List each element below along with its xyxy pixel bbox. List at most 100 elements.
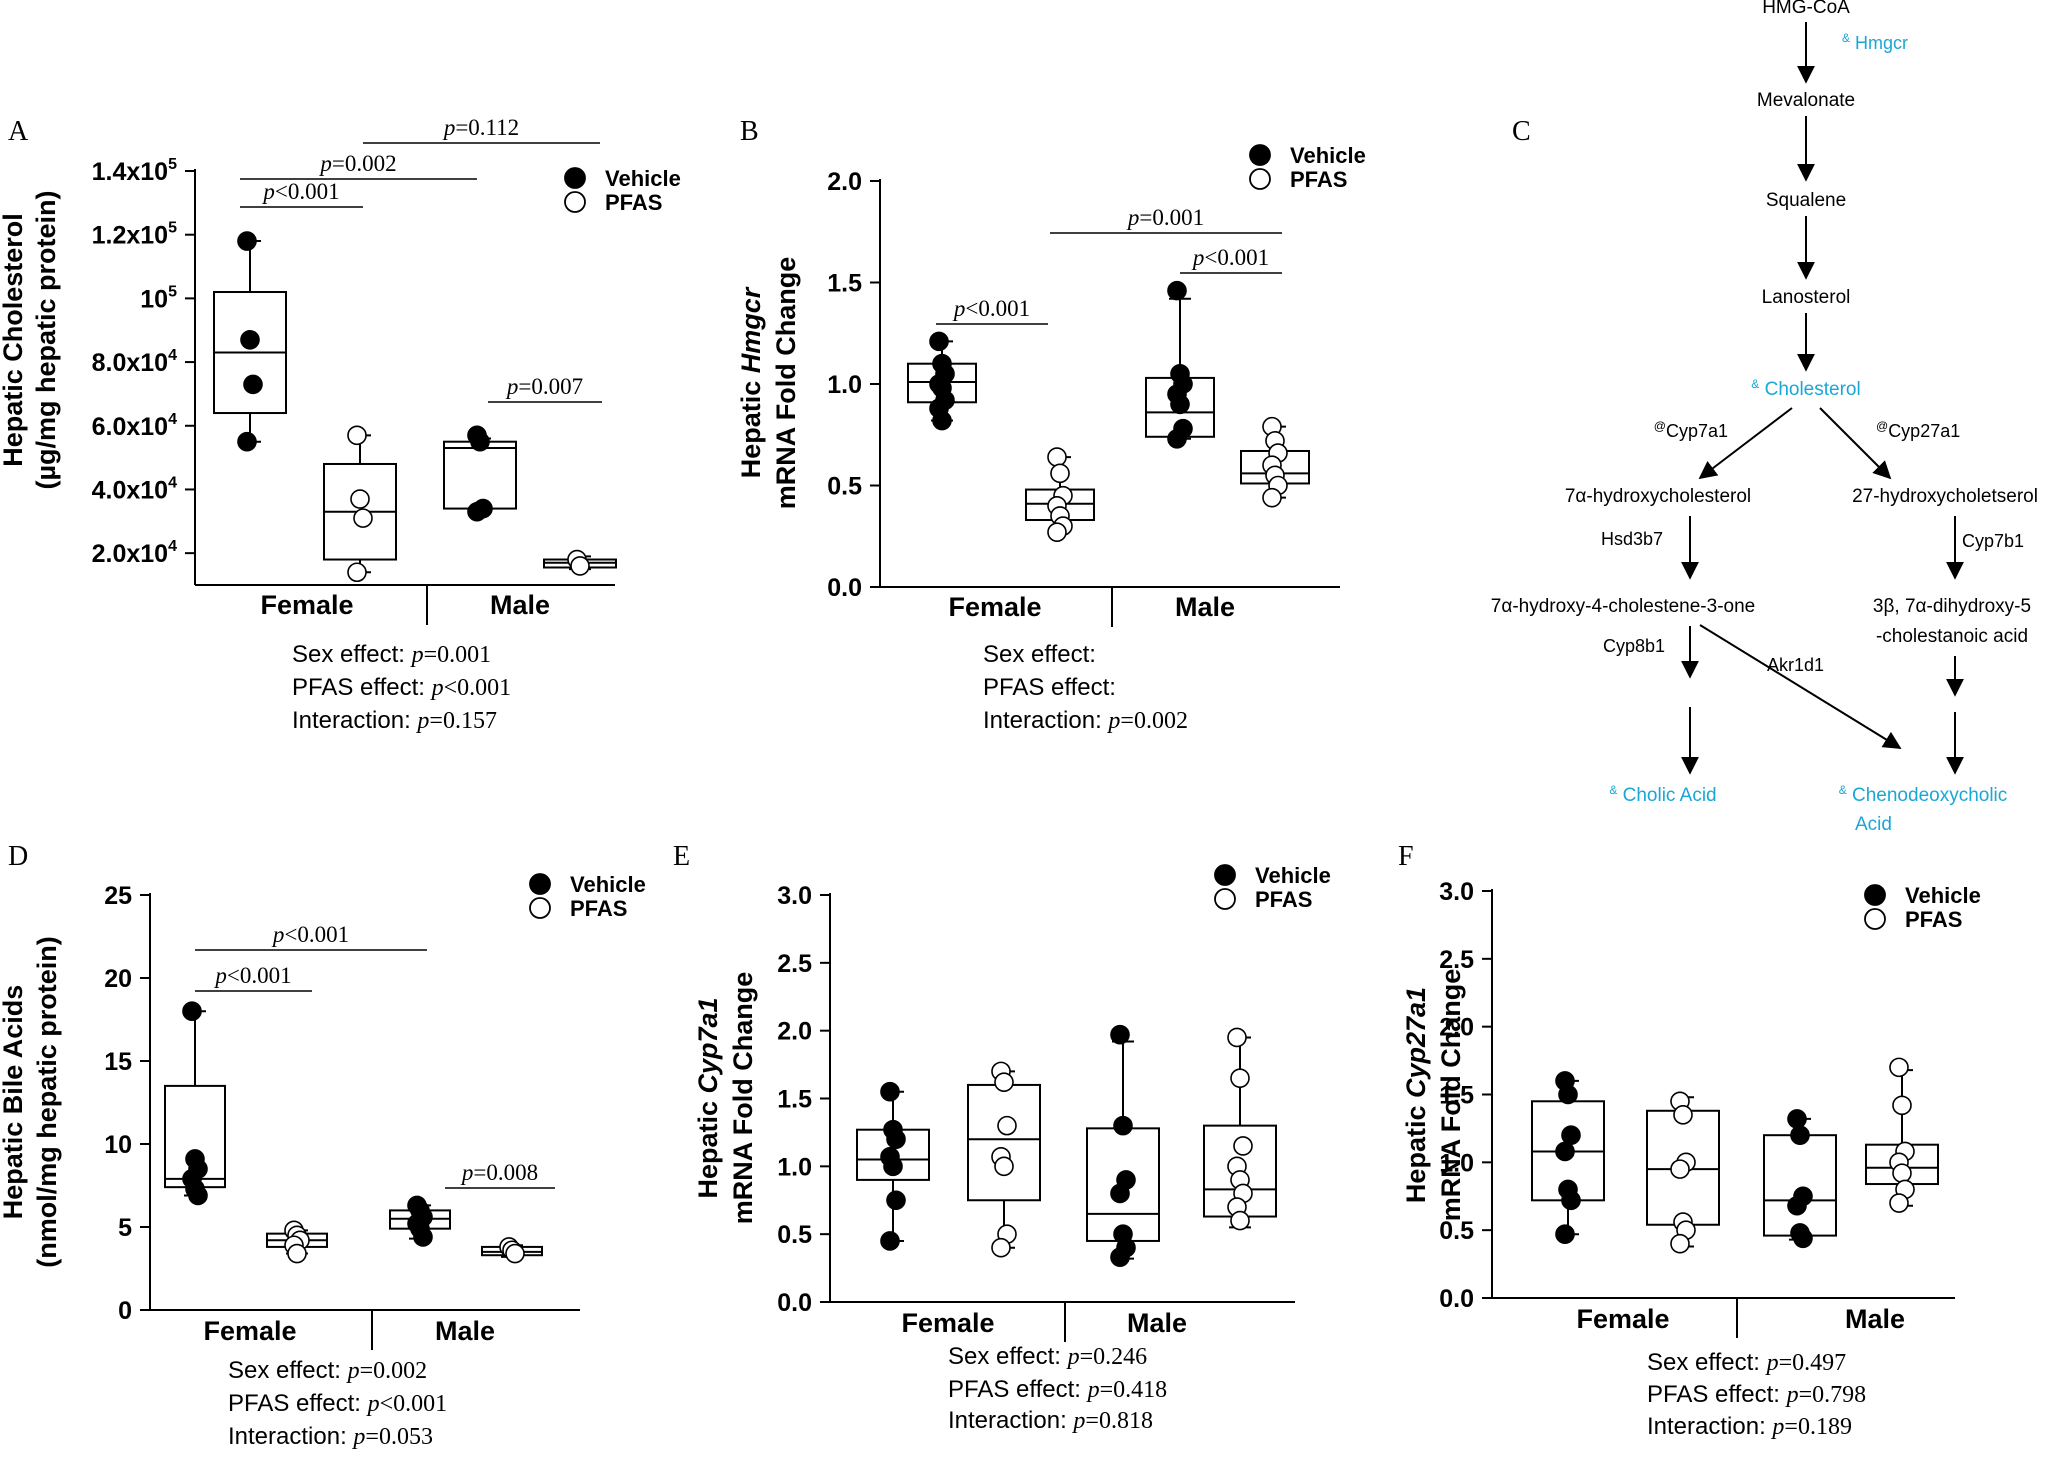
y-tick-label: 1.2x105 xyxy=(92,220,177,250)
y-tick-label: 1.5 xyxy=(1439,1082,1474,1110)
pathway-marker: & xyxy=(1609,783,1617,797)
y-tick-mantissa: 2.0 xyxy=(777,1018,812,1046)
box-male-vehicle xyxy=(1763,1109,1837,1249)
legend-label: Vehicle xyxy=(1290,143,1366,168)
enzyme-hmgcr: & Hmgcr xyxy=(1842,31,1908,53)
data-point xyxy=(886,1190,906,1211)
pathway-node-cholic: & Cholic Acid xyxy=(1609,783,1716,806)
y-tick-mantissa: 1.5 xyxy=(827,270,862,298)
y-tick-label: 3.0 xyxy=(777,882,812,910)
y-tick-mantissa: 0.5 xyxy=(1439,1217,1474,1245)
bracket-label: p<0.001 xyxy=(271,922,349,947)
data-point xyxy=(1790,1125,1810,1145)
data-point xyxy=(1167,280,1187,301)
panel-letter: F xyxy=(1398,841,1414,872)
y-tick-label: 10 xyxy=(104,1131,132,1159)
data-point xyxy=(505,1243,525,1264)
y-axis-label-line2: (nmol/mg hepatic protein) xyxy=(32,936,62,1268)
bracket-label: p=0.008 xyxy=(460,1160,538,1185)
stat-line: Interaction: p=0.053 xyxy=(228,1423,433,1450)
box-male-vehicle xyxy=(443,425,517,522)
stat-line: Sex effect: p=0.001 xyxy=(292,641,491,668)
box-female-vehicle xyxy=(1531,1071,1605,1245)
stat-line: Interaction: p=0.189 xyxy=(1647,1413,1852,1440)
y-tick-mantissa: 0 xyxy=(118,1297,132,1325)
y-axis-label-prefix: Hepatic xyxy=(736,373,766,478)
y-tick-label: 2.0 xyxy=(777,1018,812,1046)
significance-bracket: p<0.001 xyxy=(1180,245,1282,274)
data-point xyxy=(1170,394,1190,415)
stat-line: PFAS effect: p=0.798 xyxy=(1647,1381,1866,1408)
data-point xyxy=(243,374,263,395)
y-tick-label: 3.0 xyxy=(1439,878,1474,906)
y-tick-label: 0.5 xyxy=(827,473,862,501)
box-female-vehicle xyxy=(213,231,287,452)
y-tick-label: 25 xyxy=(104,882,132,910)
legend-marker-vehicle xyxy=(1214,864,1236,886)
enzyme-cyp8b1: Cyp8b1 xyxy=(1603,636,1665,656)
y-axis-label: Hepatic Cholesterol xyxy=(0,213,28,467)
enzyme-marker: & xyxy=(1842,31,1850,45)
data-point xyxy=(1230,1068,1250,1088)
data-point xyxy=(1110,1024,1130,1045)
y-tick-mantissa: 1.5 xyxy=(777,1086,812,1114)
box-iqr xyxy=(443,440,517,510)
y-tick-mantissa: 2.0 xyxy=(1439,1014,1474,1042)
box-female-vehicle xyxy=(164,1001,226,1206)
data-point xyxy=(994,1072,1014,1093)
stat-label: Interaction: xyxy=(1647,1413,1772,1440)
y-tick-mantissa: 4.0x10 xyxy=(92,476,168,504)
stat-pvalue: p<0.001 xyxy=(430,675,512,701)
pathway-marker: & xyxy=(1751,377,1759,391)
x-group-label: Female xyxy=(1576,1304,1669,1334)
y-tick-label: 0 xyxy=(118,1297,132,1325)
box-male-pfas xyxy=(1240,416,1310,508)
y-tick-mantissa: 15 xyxy=(104,1048,132,1076)
y-tick-mantissa: 3.0 xyxy=(1439,878,1474,906)
bracket-label: p=0.112 xyxy=(442,115,519,140)
data-point xyxy=(188,1185,208,1206)
data-point xyxy=(1670,1159,1690,1179)
box-male-pfas xyxy=(1203,1027,1277,1231)
legend-label: Vehicle xyxy=(570,872,646,897)
stat-label: PFAS effect: xyxy=(292,674,432,701)
box-iqr xyxy=(967,1083,1041,1202)
data-point xyxy=(237,431,257,452)
data-point xyxy=(1110,1247,1130,1268)
panel-letter: B xyxy=(740,116,759,147)
x-group-label: Female xyxy=(948,592,1041,622)
box-female-pfas xyxy=(266,1220,328,1264)
data-point xyxy=(1889,1057,1909,1078)
stat-line: PFAS effect: p<0.001 xyxy=(292,674,511,701)
y-tick-label: 2.5 xyxy=(777,950,812,978)
y-tick-mantissa: 8.0x10 xyxy=(92,349,168,377)
y-tick-mantissa: 1.0 xyxy=(827,371,862,399)
stat-label: Interaction: xyxy=(983,707,1108,734)
y-axis-label-gene: Hmgcr xyxy=(736,286,766,373)
pathway-arrow xyxy=(1699,624,1902,749)
y-tick-exponent: 5 xyxy=(168,156,177,173)
data-point xyxy=(1670,1233,1690,1254)
stat-label: Interaction: xyxy=(228,1423,353,1450)
data-point xyxy=(886,1129,906,1149)
data-point xyxy=(347,425,367,446)
y-tick-mantissa: 0.0 xyxy=(777,1289,812,1317)
x-group-label: Male xyxy=(1175,592,1235,622)
pathway-node-squalene: Squalene xyxy=(1766,190,1846,211)
y-tick-label: 20 xyxy=(104,965,132,993)
box-male-vehicle xyxy=(1145,280,1215,449)
data-point xyxy=(1561,1190,1581,1211)
box-male-pfas xyxy=(481,1237,543,1264)
enzyme-marker: @ xyxy=(1876,419,1888,433)
stat-label: Sex effect: xyxy=(983,641,1096,668)
enzyme-cyp27a1: @Cyp27a1 xyxy=(1876,419,1960,441)
panel-letter: E xyxy=(673,841,690,872)
legend-label: Vehicle xyxy=(1255,863,1331,888)
data-point xyxy=(1113,1115,1133,1136)
y-tick-mantissa: 0.0 xyxy=(827,574,862,602)
stat-label: PFAS effect: xyxy=(948,1376,1088,1403)
